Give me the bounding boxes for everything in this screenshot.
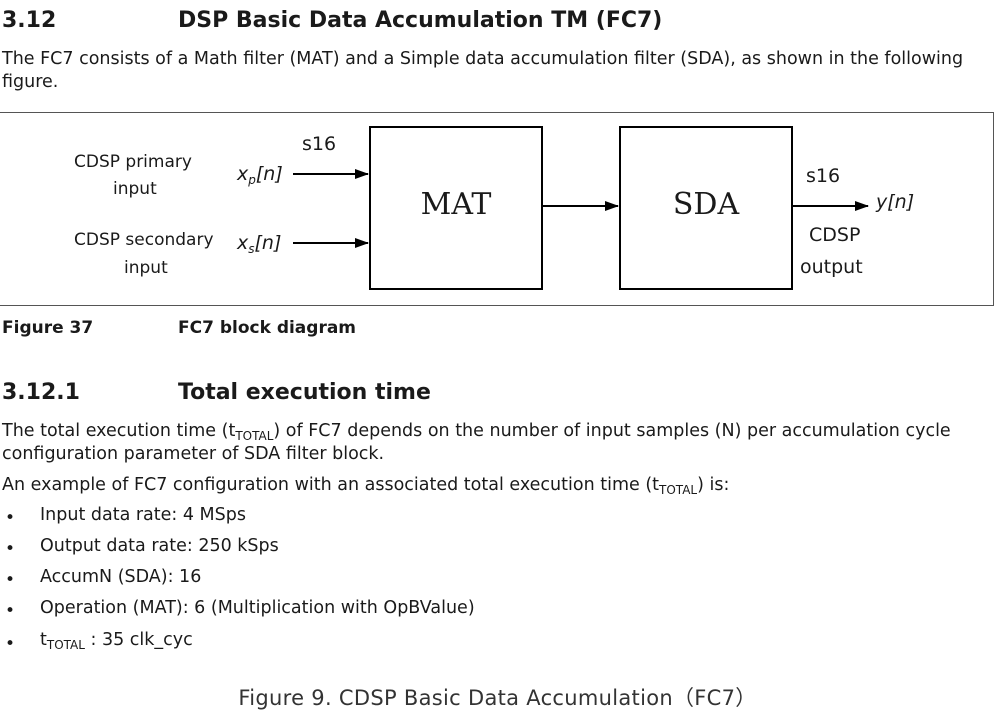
secondary-input-variable: xs[n] [237, 232, 282, 256]
primary-input-label: CDSP primary [74, 152, 192, 172]
subsection-title: Total execution time [178, 380, 431, 405]
subsection-number: 3.12.1 [2, 380, 80, 405]
primary-input-label-2: input [113, 179, 157, 199]
output-variable: y[n] [876, 191, 915, 213]
sda-label: SDA [672, 187, 740, 222]
mat-block [369, 126, 543, 290]
input-bus-width: s16 [302, 133, 337, 155]
figure-title: FC7 block diagram [178, 318, 357, 338]
output-bus-width: s16 [806, 165, 841, 187]
bullet-dot: • [5, 570, 16, 590]
secondary-input-label: CDSP secondary [74, 230, 214, 250]
para1-line2: configuration parameter of SDA filter bl… [2, 444, 385, 464]
figure-label: Figure 37 [2, 318, 94, 338]
section-title: DSP Basic Data Accumulation TM (FC7) [178, 8, 663, 33]
bullet-dot: • [5, 634, 16, 654]
bullet-item-ttotal: tTOTAL : 35 clk_cyc [40, 630, 193, 652]
primary-input-variable: xp[n] [237, 163, 283, 187]
bullet-item: Output data rate: 250 kSps [40, 536, 279, 556]
bullet-dot: • [5, 539, 16, 559]
intro-line-1: The FC7 consists of a Math filter (MAT) … [2, 49, 964, 69]
block-diagram [293, 126, 869, 290]
bullet-item: Operation (MAT): 6 (Multiplication with … [40, 598, 475, 618]
para1-line1: The total execution time (tTOTAL) of FC7… [2, 421, 951, 443]
bullet-dot: • [5, 508, 16, 528]
bullet-item: AccumN (SDA): 16 [40, 567, 202, 587]
para2: An example of FC7 configuration with an … [2, 475, 730, 497]
section-number: 3.12 [2, 8, 57, 33]
output-label-2: output [800, 256, 863, 278]
sda-block [619, 126, 793, 290]
output-label: CDSP [809, 224, 861, 246]
bottom-caption: Figure 9. CDSP Basic Data Accumulation（F… [238, 686, 757, 710]
mat-label: MAT [420, 187, 492, 222]
intro-line-2: figure. [2, 72, 59, 92]
bullet-dot: • [5, 601, 16, 621]
secondary-input-label-2: input [124, 258, 168, 278]
figure-frame [0, 112, 994, 306]
bullet-item: Input data rate: 4 MSps [40, 505, 246, 525]
